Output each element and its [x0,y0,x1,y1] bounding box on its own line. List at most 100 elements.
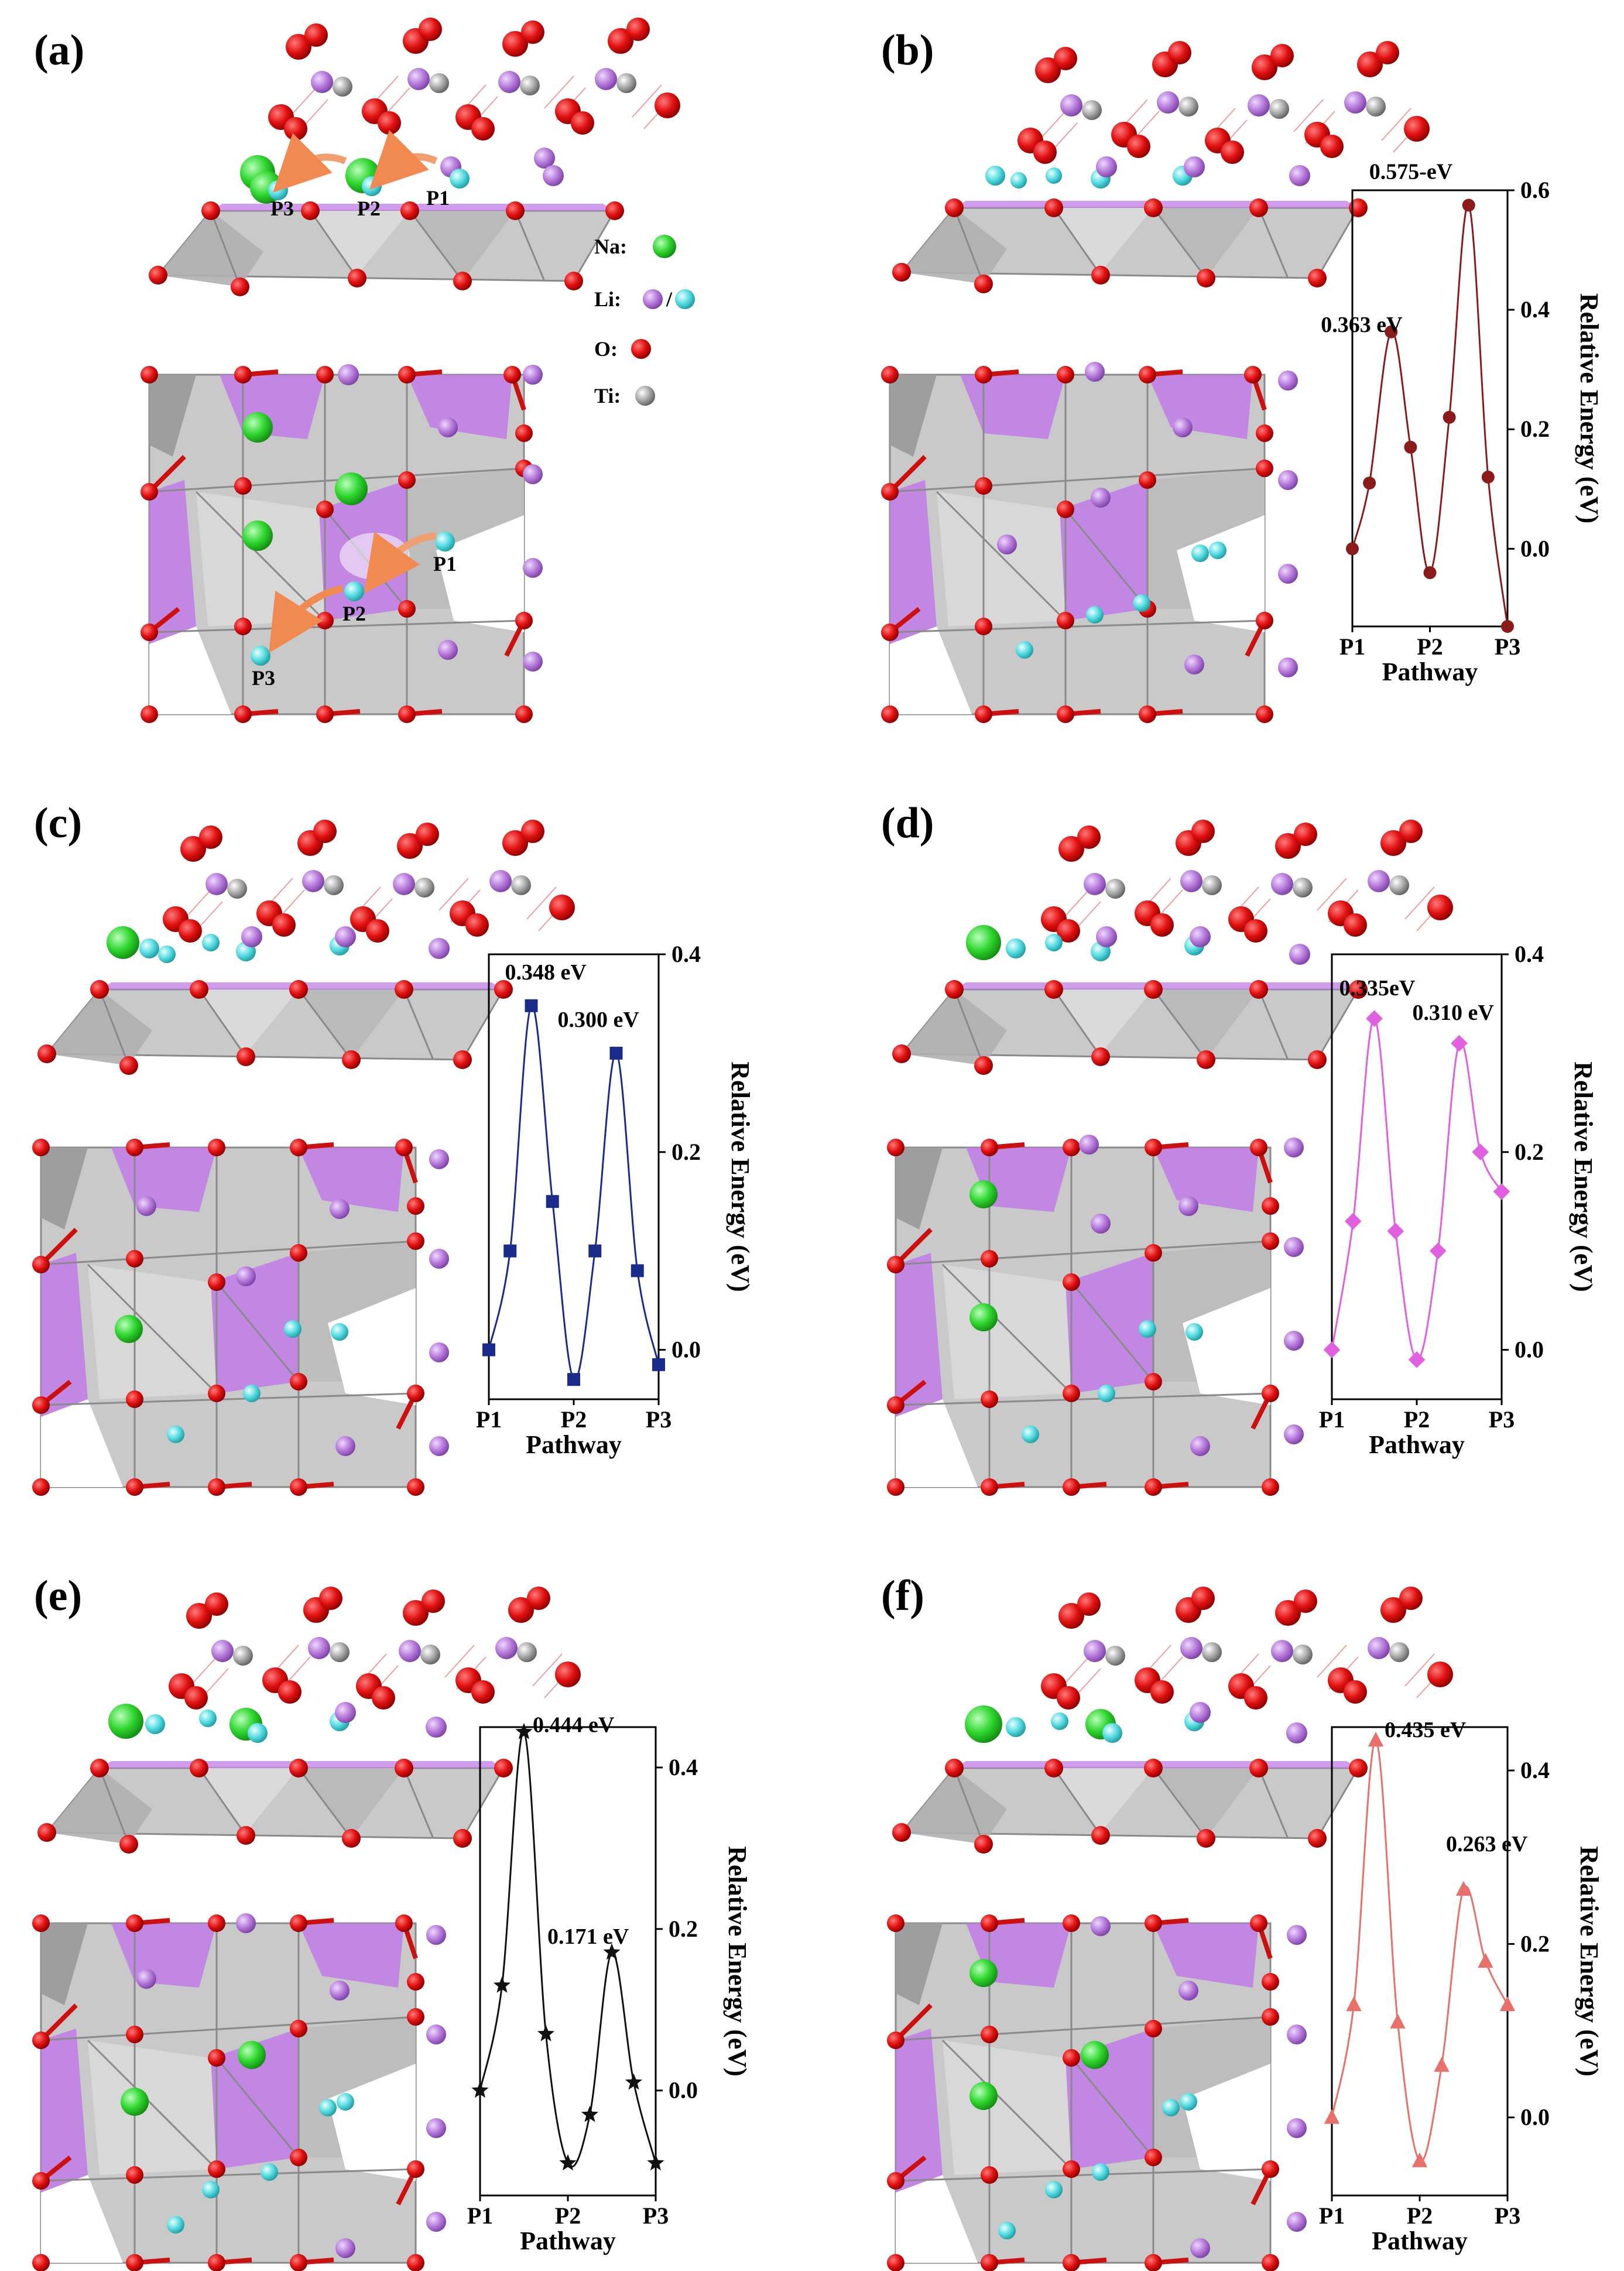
x-tick-label: P2 [1404,1406,1430,1433]
barrier-annotation: 0.348 eV [505,960,587,985]
data-point [1363,477,1376,490]
data-point [1455,1880,1472,1896]
data-point [1385,325,1398,338]
data-point [652,1358,665,1371]
y-tick-label: 0.0 [671,1337,701,1363]
data-point [1366,1010,1383,1027]
y-axis-title: Relative Energy (eV) [723,1846,752,2076]
structure-panel-c [32,819,575,1496]
y-tick-label: 0.4 [1520,296,1550,323]
data-point [1346,542,1359,556]
y-axis-title: Relative Energy (eV) [1569,1061,1598,1292]
data-point [1429,1242,1447,1259]
y-tick-label: 0.4 [1520,1757,1550,1783]
x-tick-label: P1 [1319,2203,1345,2229]
site-label-p1: P1 [433,552,457,576]
data-point [1501,620,1514,633]
data-point [1324,2109,1340,2124]
data-point [537,2025,555,2041]
x-tick-label: P3 [1489,1406,1515,1433]
data-point [525,999,538,1012]
data-point [1387,1222,1404,1240]
data-point [1451,1035,1468,1052]
x-tick-label: P1 [1339,633,1365,660]
y-axis-title: Relative Energy (eV) [1575,293,1604,523]
data-point [1411,2152,1428,2167]
plot-frame [479,1726,657,2197]
legend-li-moving-swatch [675,289,695,309]
y-tick-label: 0.4 [671,941,701,967]
x-tick-label: P1 [1319,1406,1345,1433]
legend-li-separator: / [666,287,673,311]
panel-label-c: (c) [34,799,82,847]
barrier-annotation: 0.300 eV [558,1008,640,1032]
energy-curve [479,1731,657,2168]
data-point [647,2154,664,2171]
y-tick-label: 0.0 [1515,1337,1544,1363]
legend-na-label: Na: [594,235,627,258]
x-tick-label: P3 [1495,633,1520,660]
y-tick-label: 0.4 [1515,941,1544,967]
data-point [546,1195,559,1208]
y-tick-label: 0.2 [1515,1139,1544,1165]
x-tick-label: P2 [1407,2203,1433,2229]
data-point [609,1046,623,1060]
data-point [1344,1212,1362,1230]
site-label-p1-top: P1 [426,186,450,210]
panel-label-e: (e) [34,1572,82,1620]
x-tick-label: P1 [476,1406,502,1433]
x-tick-label: P3 [643,2203,669,2229]
y-tick-label: 0.2 [671,1139,701,1165]
barrier-annotation: 0.363 eV [1321,313,1403,337]
data-point [1390,2013,1406,2029]
barrier-annotation: 0.435 eV [1385,1718,1467,1742]
panel-label-d: (d) [881,799,934,847]
data-point [559,2154,577,2171]
data-point [503,1244,517,1258]
site-label-p3: P3 [252,666,275,690]
panel-label-a: (a) [34,26,84,74]
y-tick-label: 0.4 [669,1754,698,1780]
legend-na-swatch [653,235,676,258]
legend-o-label: O: [594,337,618,361]
site-label-p2: P2 [342,602,366,625]
data-point [1478,1953,1493,1968]
y-tick-label: 0.2 [669,1916,698,1942]
data-point [567,1373,580,1386]
data-point [515,1722,533,1739]
data-point [625,2073,643,2090]
x-axis-title: Pathway [526,1430,622,1459]
data-point [631,1264,644,1277]
y-tick-label: 0.2 [1520,1930,1550,1957]
y-tick-label: 0.0 [1520,535,1550,561]
data-point [1346,1996,1362,2012]
x-tick-label: P2 [1417,633,1443,660]
legend-o-swatch [631,339,651,359]
structure-panel-f [887,1586,1454,2271]
data-point [1423,566,1437,580]
x-tick-label: P2 [555,2203,581,2229]
barrier-annotation: 0.263 eV [1446,1832,1528,1856]
x-tick-label: P2 [561,1406,587,1433]
legend-li-label: Li: [594,287,621,311]
data-point [1493,1183,1510,1200]
energy-curve [1351,204,1509,627]
y-tick-label: 0.0 [1520,2104,1550,2130]
y-tick-label: 0.2 [1520,416,1550,442]
legend-li-swatch [643,289,663,309]
data-point [1481,470,1495,484]
data-point [1472,1143,1489,1161]
data-point [1323,1341,1341,1358]
y-axis-title: Relative Energy (eV) [726,1061,755,1292]
legend-ti-label: Ti: [594,384,621,407]
structure-panel-d [887,819,1454,1496]
data-point [1499,1996,1516,2012]
energy-curve [1331,1018,1503,1361]
legend-ti-swatch [635,386,655,406]
